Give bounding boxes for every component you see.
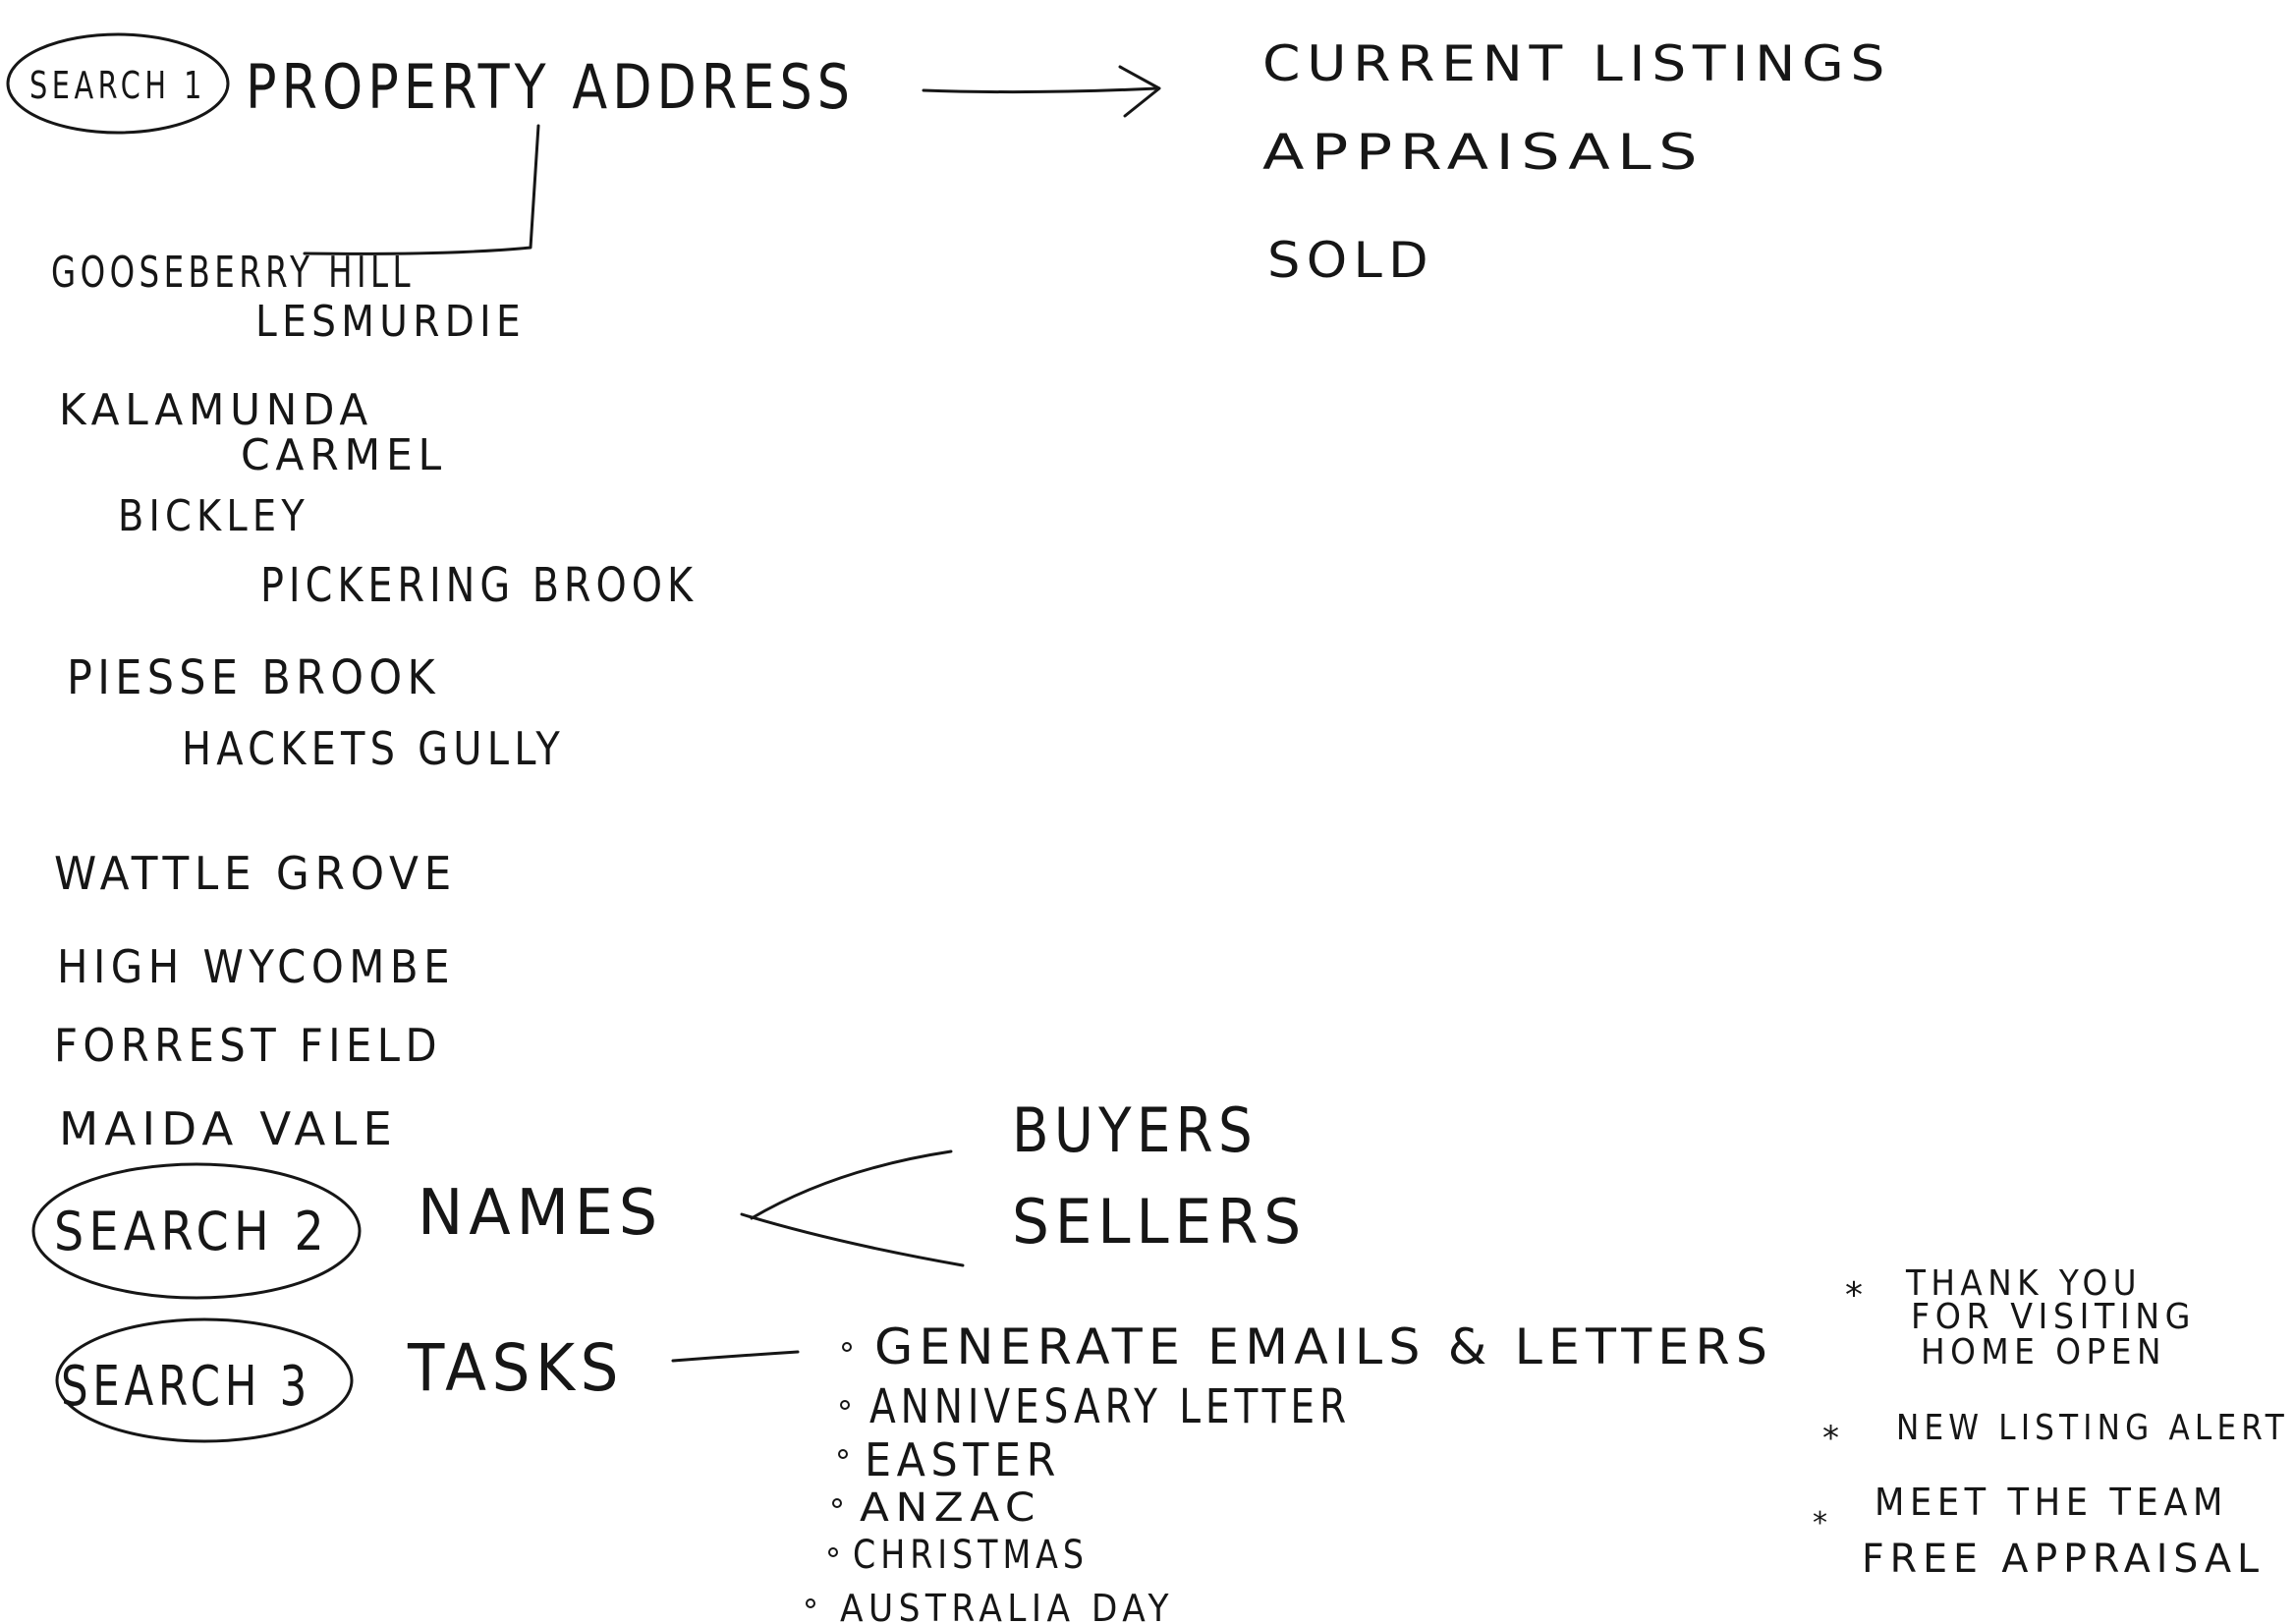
search3-badge: SEARCH 3 — [61, 1355, 311, 1419]
suburb-item: PIESSE BROOK — [67, 650, 440, 705]
task-item: EASTER — [865, 1433, 1061, 1486]
task-item: GENERATE EMAILS & LETTERS — [874, 1318, 1773, 1375]
search3-label: TASKS — [407, 1330, 624, 1406]
search2-badge-circle — [31, 1162, 362, 1300]
notes-list: * THANK YOU FOR VISITING HOME OPEN * NEW… — [1813, 1263, 2289, 1582]
suburb-item: BICKLEY — [118, 491, 309, 541]
suburb-item: KALAMUNDA — [59, 385, 373, 435]
task-item: ANNIVESARY LETTER — [869, 1379, 1351, 1434]
search2-result-buyers: BUYERS — [1012, 1094, 1258, 1166]
suburb-item: MAIDA VALE — [59, 1102, 398, 1155]
search1-arrow — [922, 65, 1161, 118]
task-item: CHRISTMAS — [853, 1533, 1089, 1578]
search2-branch — [740, 1149, 965, 1267]
search2-label: NAMES — [418, 1177, 663, 1250]
suburb-item: HACKETS GULLY — [182, 722, 565, 775]
suburb-item: GOOSEBERRY HILL — [51, 248, 415, 298]
suburb-item: CARMEL — [241, 430, 447, 480]
search1-result-appraisals: APPRAISALS — [1262, 124, 1705, 181]
search1-result-current-listings: CURRENT LISTINGS — [1262, 35, 1891, 92]
suburb-item: PICKERING BROOK — [260, 558, 698, 613]
note-line: THANK YOU — [1905, 1263, 2142, 1304]
search2-badge: SEARCH 2 — [54, 1201, 329, 1262]
search1-badge: SEARCH 1 — [29, 64, 206, 107]
suburb-item: FORREST FIELD — [54, 1019, 442, 1072]
note-line: FOR VISITING — [1911, 1297, 2196, 1337]
task-item: ANZAC — [860, 1485, 1041, 1531]
star-icon: * — [1813, 1506, 1833, 1540]
note-line: HOME OPEN — [1921, 1332, 2166, 1372]
suburb-item: LESMURDIE — [255, 297, 526, 347]
suburb-item: HIGH WYCOMBE — [57, 940, 455, 993]
note-line: FREE APPRAISAL — [1862, 1537, 2265, 1582]
star-icon: * — [1822, 1419, 1845, 1458]
note-line: NEW LISTING ALERT — [1896, 1408, 2289, 1448]
suburb-list: GOOSEBERRY HILL LESMURDIE KALAMUNDA CARM… — [51, 248, 698, 1155]
search1-result-sold: SOLD — [1267, 232, 1434, 289]
task-item: AUSTRALIA DAY — [840, 1587, 1174, 1624]
suburb-item: WATTLE GROVE — [54, 847, 457, 900]
search1-label: PROPERTY ADDRESS — [246, 51, 855, 123]
note-line: MEET THE TEAM — [1875, 1481, 2228, 1524]
search1-badge-circle — [6, 32, 230, 135]
search1-suburb-connector — [303, 124, 540, 255]
search1-group: SEARCH 1 PROPERTY ADDRESS CURRENT LISTIN… — [6, 32, 1891, 1155]
search3-connector — [671, 1350, 800, 1363]
search3-badge-circle — [55, 1317, 354, 1443]
search2-result-sellers: SELLERS — [1012, 1186, 1307, 1258]
search2-group: SEARCH 2 NAMES BUYERS SELLERS — [31, 1094, 1307, 1300]
task-list: GENERATE EMAILS & LETTERS ANNIVESARY LET… — [806, 1318, 1773, 1624]
star-icon: * — [1845, 1275, 1869, 1316]
search3-group: SEARCH 3 TASKS GENERATE EMAILS & LETTERS… — [55, 1263, 2289, 1624]
